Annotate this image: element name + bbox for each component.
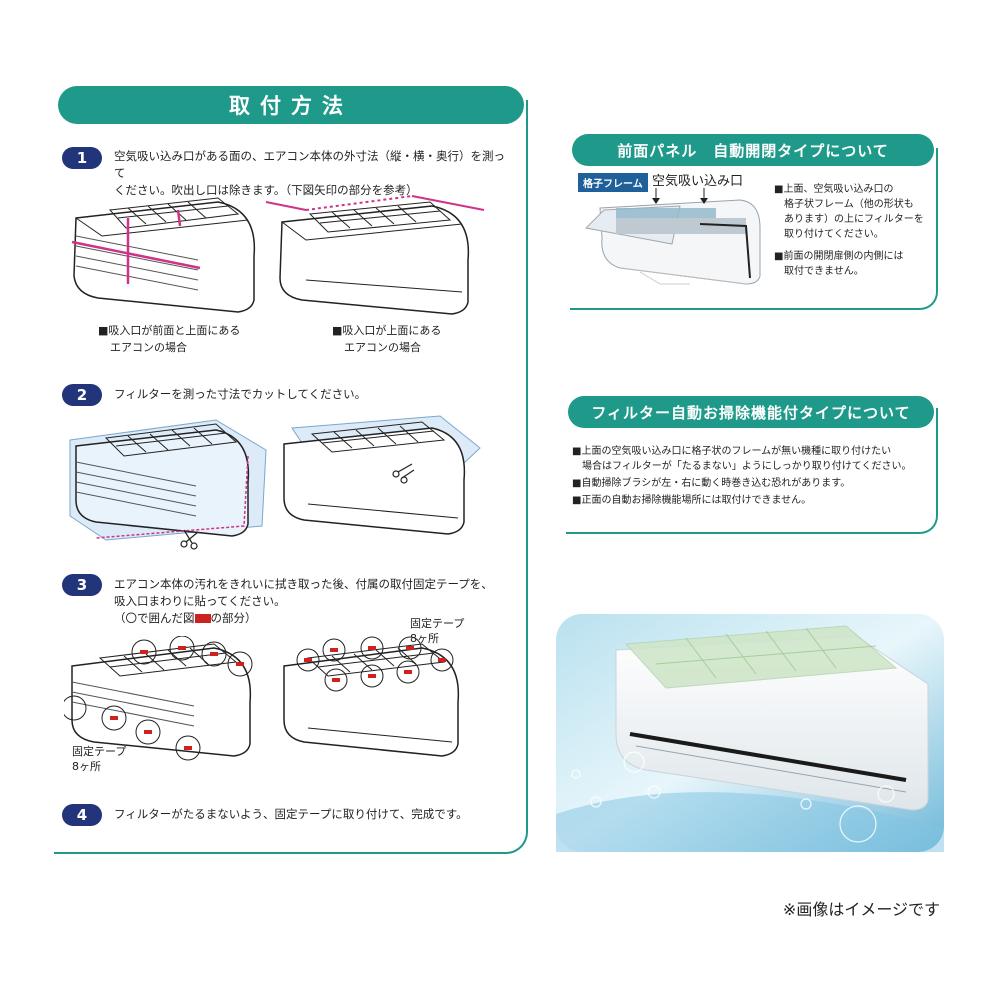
panel-auto-frame bbox=[570, 148, 938, 310]
page-title: 取付方法 bbox=[58, 86, 524, 124]
step-2-badge: 2 bbox=[62, 384, 102, 406]
panel-auto-title: 前面パネル 自動開閉タイプについて bbox=[572, 134, 934, 166]
step-1-badge: 1 bbox=[62, 147, 102, 169]
main-section-frame bbox=[54, 100, 528, 854]
step-3-right-tape-label: 固定テープ 8ヶ所 bbox=[410, 617, 465, 645]
ac-tape-right-illustration bbox=[283, 636, 460, 757]
scissors-icon bbox=[392, 463, 415, 484]
grid-frame-label: 格子フレーム bbox=[578, 173, 648, 192]
air-intake-label: 空気吸い込み口 bbox=[652, 174, 744, 189]
step-1-right-caption: ■吸入口が上面にある エアコンの場合 bbox=[332, 324, 442, 354]
product-image bbox=[556, 614, 944, 852]
red-swatch-icon bbox=[194, 614, 211, 623]
panel-auto-notes: ■上面、空気吸い込み口の 格子状フレーム（他の形状も あります）の上にフィルター… bbox=[774, 184, 924, 277]
step-1-left-caption: ■吸入口が前面と上面にある エアコンの場合 bbox=[98, 324, 241, 354]
scissors-icon bbox=[180, 529, 199, 550]
ac-front-top-intake-illustration bbox=[71, 197, 256, 313]
step-4-text: フィルターがたるまないよう、固定テープに取り付けて、完成です。 bbox=[114, 807, 468, 821]
image-disclaimer: ※画像はイメージです bbox=[782, 900, 940, 919]
panel-cleaning-frame bbox=[566, 408, 938, 534]
ac-filter-cut-left-illustration bbox=[69, 419, 267, 550]
panel-cleaning-notes: ■上面の空気吸い込み口に格子状のフレームが無い機種に取り付けたい 場合はフィルタ… bbox=[572, 446, 912, 506]
step-1-text: 空気吸い込み口がある面の、エアコン本体の外寸法（縦・横・奥行）を測って ください… bbox=[114, 149, 505, 197]
ac-tape-left-illustration bbox=[64, 636, 253, 761]
step-3-badge: 3 bbox=[62, 574, 102, 596]
step-2-text: フィルターを測った寸法でカットしてください。 bbox=[114, 387, 367, 401]
ac-top-intake-illustration bbox=[265, 195, 485, 315]
step-3-left-tape-label: 固定テープ 8ヶ所 bbox=[72, 745, 127, 773]
step-3-text: エアコン本体の汚れをきれいに拭き取った後、付属の取付固定テープを、 吸入口まわり… bbox=[114, 577, 493, 625]
step-4-badge: 4 bbox=[62, 804, 102, 826]
ac-auto-panel-photo bbox=[584, 188, 761, 285]
ac-filter-cut-right-illustration bbox=[283, 415, 481, 535]
panel-cleaning-title: フィルター自動お掃除機能付タイプについて bbox=[568, 396, 934, 428]
